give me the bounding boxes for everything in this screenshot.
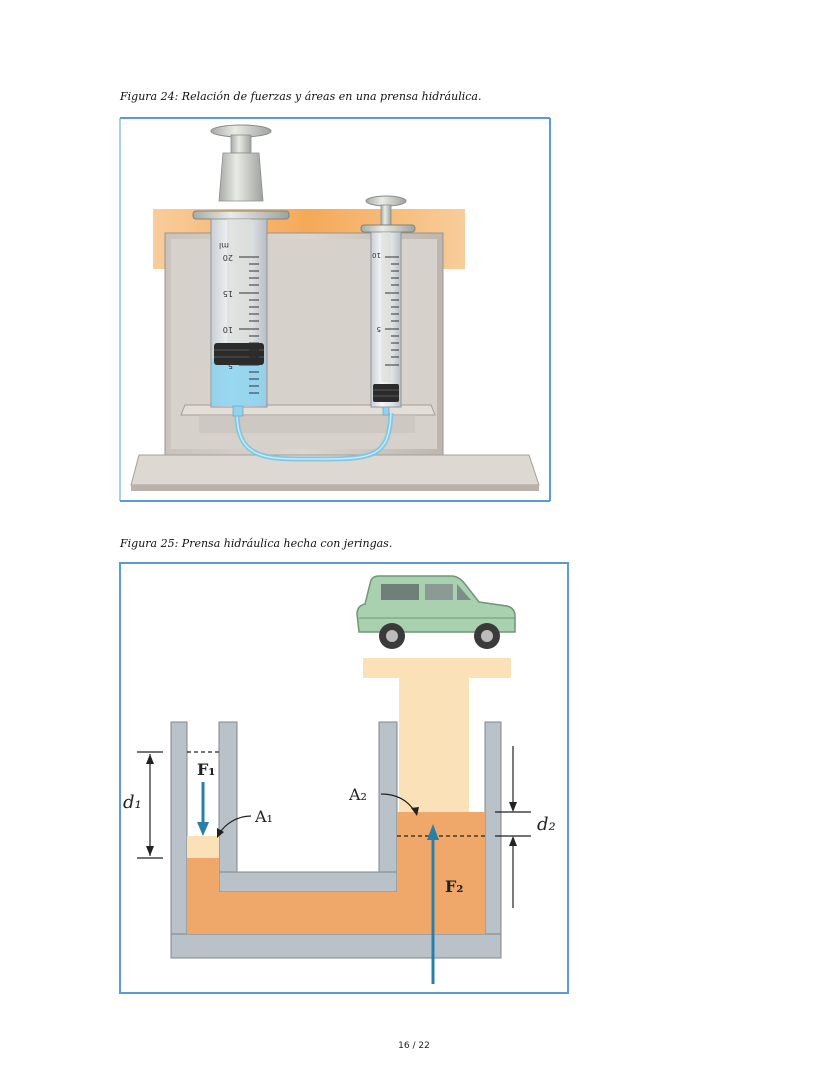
small-syringe-tick-10: 10 [372, 251, 381, 259]
f1-arrow [197, 782, 209, 836]
d1-dimension [137, 751, 163, 859]
large-syringe-tick-15: 15 [223, 289, 233, 298]
a2-label: A₂ [348, 785, 367, 804]
figure-24-caption: Figura 24: Relación de fuerzas y áreas e… [120, 90, 482, 103]
f2-label: F₂ [445, 877, 463, 896]
d2-dimension [495, 746, 531, 908]
hydraulic-press-syringes-figure: ml 20 15 10 5 [119, 117, 551, 502]
large-syringe-tick-5: 5 [228, 361, 233, 370]
hydraulic-fluid [187, 812, 485, 934]
large-syringe-tick-20: 20 [223, 253, 233, 262]
small-syringe-tick-5: 5 [377, 325, 381, 333]
page-number: 16 / 22 [398, 1041, 430, 1051]
hydraulic-press-diagram: d₁ F₁ A₁ A₂ F₂ d₂ [119, 562, 569, 994]
d1-label: d₁ [123, 792, 142, 813]
u-tube-container [170, 721, 502, 959]
figure-25-caption: Figura 25: Prensa hidráulica hecha con j… [120, 537, 393, 550]
small-syringe: 10 5 [360, 195, 416, 416]
a1-label: A₁ [254, 807, 273, 826]
large-syringe: ml 20 15 10 5 [192, 124, 290, 417]
large-syringe-tick-10: 10 [223, 325, 233, 334]
large-piston [363, 658, 511, 812]
large-syringe-unit-label: ml [219, 241, 229, 250]
blue-fluid [212, 359, 266, 406]
f1-label: F₁ [197, 760, 215, 779]
car-icon [356, 575, 516, 649]
d2-label: d₂ [537, 814, 556, 835]
f2-arrow [427, 824, 439, 984]
